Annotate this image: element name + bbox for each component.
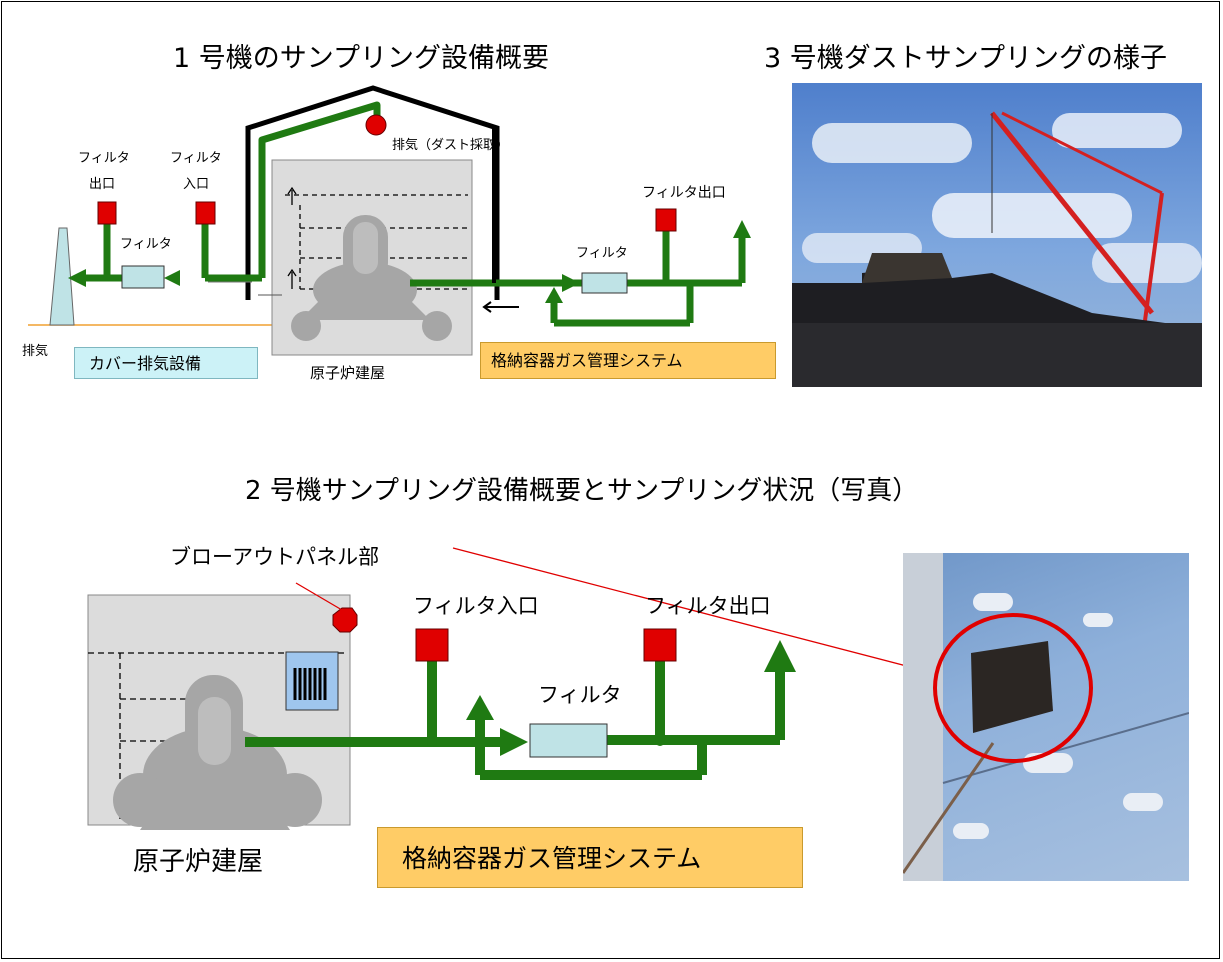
sampler-inlet-2 [415,628,449,662]
pcv-gas-label-2: 格納容器ガス管理システム [402,844,702,873]
filter-outlet-label-2: フィルタ出口 [645,594,771,618]
exhaust-dust-label: 排気（ダスト採取） [392,138,510,153]
filter-outlet-label-1b: 出口 [89,177,116,192]
sampler-inlet-1 [195,201,216,225]
filter-outlet-label-1-right: フィルタ出口 [642,185,726,201]
exhaust-label: 排気 [22,344,49,359]
pointer-line-photo [452,547,969,683]
dust-sampler-1 [365,114,387,136]
pointer-line-panel [295,582,343,611]
sampler-outlet-2 [643,628,677,662]
filter-1-left [121,265,165,289]
sampler-outlet-1 [97,201,117,225]
unit1-title: 1 号機のサンプリング設備概要 [173,43,549,74]
red-circle-marker [933,613,1093,763]
filter-outlet-label-1a: フィルタ [78,151,130,166]
reactor-building-label-1: 原子炉建屋 [310,364,386,382]
unit3-dust-sampling-photo [792,83,1202,387]
filter-label-2: フィルタ [538,683,622,707]
filter-inlet-label-1b: 入口 [183,177,210,192]
blowout-sampler [332,607,358,633]
pcv-gas-label-1: 格納容器ガス管理システム [491,351,683,370]
filter-label-1-right: フィルタ [576,246,628,261]
pcv-gas-box-1: 格納容器ガス管理システム [480,342,776,379]
reactor-building-label-2: 原子炉建屋 [133,847,264,877]
cover-exhaust-box: カバー排気設備 [74,347,258,379]
filter-2 [529,723,608,758]
panel-bars [293,668,327,700]
exhaust-stack [49,227,75,326]
sampler-outlet-pcv-1 [655,208,677,232]
unit2-title: 2 号機サンプリング設備概要とサンプリング状況（写真） [245,476,919,506]
building-cover [245,85,500,300]
filter-1-right [581,272,628,294]
unit3-title: 3 号機ダストサンプリングの様子 [764,43,1167,74]
pcv-gas-box-2: 格納容器ガス管理システム [377,827,803,888]
unit2-blowout-panel-photo [903,553,1189,881]
blowout-panel-label: ブローアウトパネル部 [170,545,380,569]
reactor-vessel-2 [113,675,322,830]
filter-label-1-left: フィルタ [120,237,172,252]
filter-inlet-label-2: フィルタ入口 [413,594,539,618]
arrow-to-stack [68,269,86,287]
cover-exhaust-label: カバー排気設備 [89,354,202,373]
filter-inlet-label-1a: フィルタ [170,151,222,166]
